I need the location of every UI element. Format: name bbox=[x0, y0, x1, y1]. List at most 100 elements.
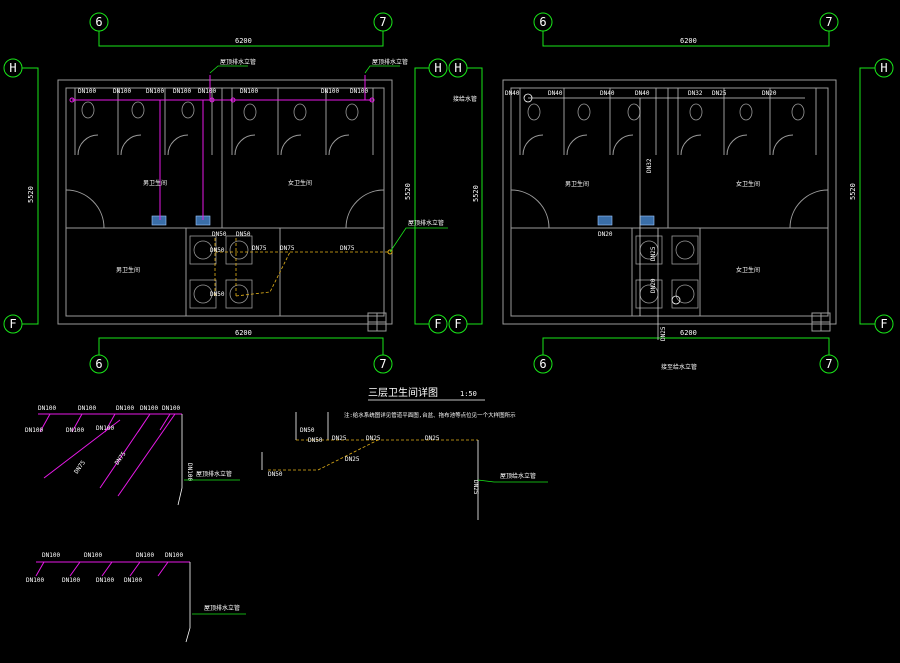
axis-label: H bbox=[454, 61, 461, 75]
iso-drain-pipe bbox=[268, 439, 478, 471]
inner-wall bbox=[510, 87, 829, 317]
room-label: 女卫生间 bbox=[736, 266, 760, 274]
pipe-end-icon bbox=[369, 97, 375, 103]
entry-door bbox=[345, 189, 385, 229]
drain-end-icon bbox=[387, 249, 393, 255]
iso-riser bbox=[177, 414, 183, 506]
room-label: 女卫生间 bbox=[288, 179, 312, 187]
leader-line bbox=[389, 227, 448, 253]
axis-label: H bbox=[9, 61, 16, 75]
iso-label: DN25 bbox=[425, 435, 440, 442]
dimension-line-right bbox=[414, 67, 429, 325]
iso-label: DN25 bbox=[345, 456, 360, 463]
svg-text:DN20: DN20 bbox=[598, 231, 613, 238]
iso-label: DN100 bbox=[140, 405, 158, 412]
stall-walls bbox=[677, 88, 817, 155]
svg-text:DN50: DN50 bbox=[212, 231, 227, 238]
iso-diagram-a: DN100 DN100 DN100 DN100 DN100 DN100 DN10… bbox=[25, 405, 240, 506]
pipe-riser bbox=[209, 75, 366, 100]
dimension-text: 6200 bbox=[680, 37, 697, 45]
axis-label: 6 bbox=[95, 15, 102, 29]
inner-wall bbox=[65, 87, 385, 317]
stall-walls bbox=[74, 88, 213, 155]
svg-text:DN75: DN75 bbox=[280, 245, 295, 252]
valve-icon bbox=[671, 295, 681, 305]
axis-label: H bbox=[880, 61, 887, 75]
outer-wall bbox=[502, 79, 837, 325]
svg-text:DN25: DN25 bbox=[660, 326, 667, 341]
pipe-size-labels-mid: DN32 DN20 DN25 DN20 DN25 bbox=[598, 158, 667, 341]
svg-text:DN100: DN100 bbox=[113, 88, 131, 95]
pipe-size-labels-top: DN100 DN100 DN100 DN100 DN100 DN100 DN10… bbox=[78, 88, 368, 95]
svg-text:DN75: DN75 bbox=[340, 245, 355, 252]
dimension-line-top bbox=[98, 31, 384, 47]
dimension-text: 5520 bbox=[27, 186, 35, 203]
basin-fixtures bbox=[189, 235, 253, 309]
stall-walls bbox=[231, 88, 374, 155]
iso-label: DN25 bbox=[332, 435, 347, 442]
iso-label: DN100 bbox=[165, 552, 183, 559]
drawing-note: 注:给水系统图详见管道平面图,台盆、拖布池等点位见一个大样图所示 bbox=[344, 411, 516, 419]
svg-text:DN100: DN100 bbox=[321, 88, 339, 95]
iso-label: DN100 bbox=[38, 405, 56, 412]
riser-label: 屋顶给水立管 bbox=[500, 472, 536, 480]
plan-right: 6 7 6 7 H F H F 6200 6200 5520 5520 bbox=[448, 12, 894, 374]
drain-pipe bbox=[214, 238, 390, 297]
riser-label: 屋顶排水立管 bbox=[204, 604, 240, 612]
svg-text:DN32: DN32 bbox=[688, 90, 703, 97]
axis-label: 6 bbox=[539, 357, 546, 371]
svg-text:DN50: DN50 bbox=[236, 231, 251, 238]
svg-text:DN100: DN100 bbox=[350, 88, 368, 95]
partition-wall bbox=[631, 228, 701, 316]
door-swings bbox=[522, 134, 634, 156]
mop-sink-icon bbox=[151, 215, 211, 226]
iso-label: DN100 bbox=[124, 577, 142, 584]
riser-label: 屋顶排水立管 bbox=[372, 58, 408, 66]
iso-label: DN75 bbox=[73, 459, 87, 475]
svg-text:DN32: DN32 bbox=[646, 158, 653, 173]
svg-text:DN100: DN100 bbox=[198, 88, 216, 95]
svg-text:DN20: DN20 bbox=[650, 278, 657, 293]
svg-text:DN100: DN100 bbox=[146, 88, 164, 95]
outer-wall bbox=[57, 79, 393, 325]
iso-label: DN100 bbox=[116, 405, 134, 412]
iso-label: DN100 bbox=[96, 577, 114, 584]
dimension-line-bottom bbox=[542, 337, 830, 355]
dimension-line-top bbox=[542, 31, 830, 47]
axis-label: F bbox=[434, 317, 441, 331]
leader-line bbox=[209, 65, 248, 74]
riser-label: 屋顶排水立管 bbox=[196, 470, 232, 478]
room-label: 男卫生间 bbox=[565, 180, 589, 188]
pipe-size-labels-top: DN40 DN40 DN40 DN40 DN32 DN25 DN20 bbox=[505, 90, 777, 97]
dimension-text: 6200 bbox=[680, 329, 697, 337]
room-label: 男卫生间 bbox=[116, 266, 140, 274]
toilet-fixtures bbox=[527, 103, 805, 121]
axis-label: 7 bbox=[379, 357, 386, 371]
dimension-line-bottom bbox=[98, 337, 384, 355]
axis-label: F bbox=[9, 317, 16, 331]
pipe-end-icon bbox=[69, 97, 75, 103]
axis-label: 7 bbox=[825, 357, 832, 371]
water-supply-line bbox=[528, 97, 805, 340]
floor-drain-icon bbox=[811, 312, 831, 332]
svg-text:DN40: DN40 bbox=[600, 90, 615, 97]
door-swings bbox=[234, 134, 350, 156]
iso-pipe bbox=[35, 561, 169, 577]
dimension-line-right bbox=[859, 67, 875, 325]
dimension-text: 6200 bbox=[235, 329, 252, 337]
valve-icon bbox=[523, 93, 533, 103]
iso-label: DN100 bbox=[186, 463, 193, 481]
room-label: 男卫生间 bbox=[143, 179, 167, 187]
iso-label: DN50 bbox=[308, 437, 323, 444]
svg-text:DN100: DN100 bbox=[173, 88, 191, 95]
axis-label: F bbox=[880, 317, 887, 331]
dimension-line-left bbox=[22, 67, 39, 325]
dimension-text: 5520 bbox=[404, 183, 412, 200]
iso-label: DN75 bbox=[114, 450, 128, 466]
axis-label: 7 bbox=[825, 15, 832, 29]
stall-walls bbox=[519, 88, 657, 155]
iso-label: DN100 bbox=[25, 427, 43, 434]
room-label: 女卫生间 bbox=[736, 180, 760, 188]
